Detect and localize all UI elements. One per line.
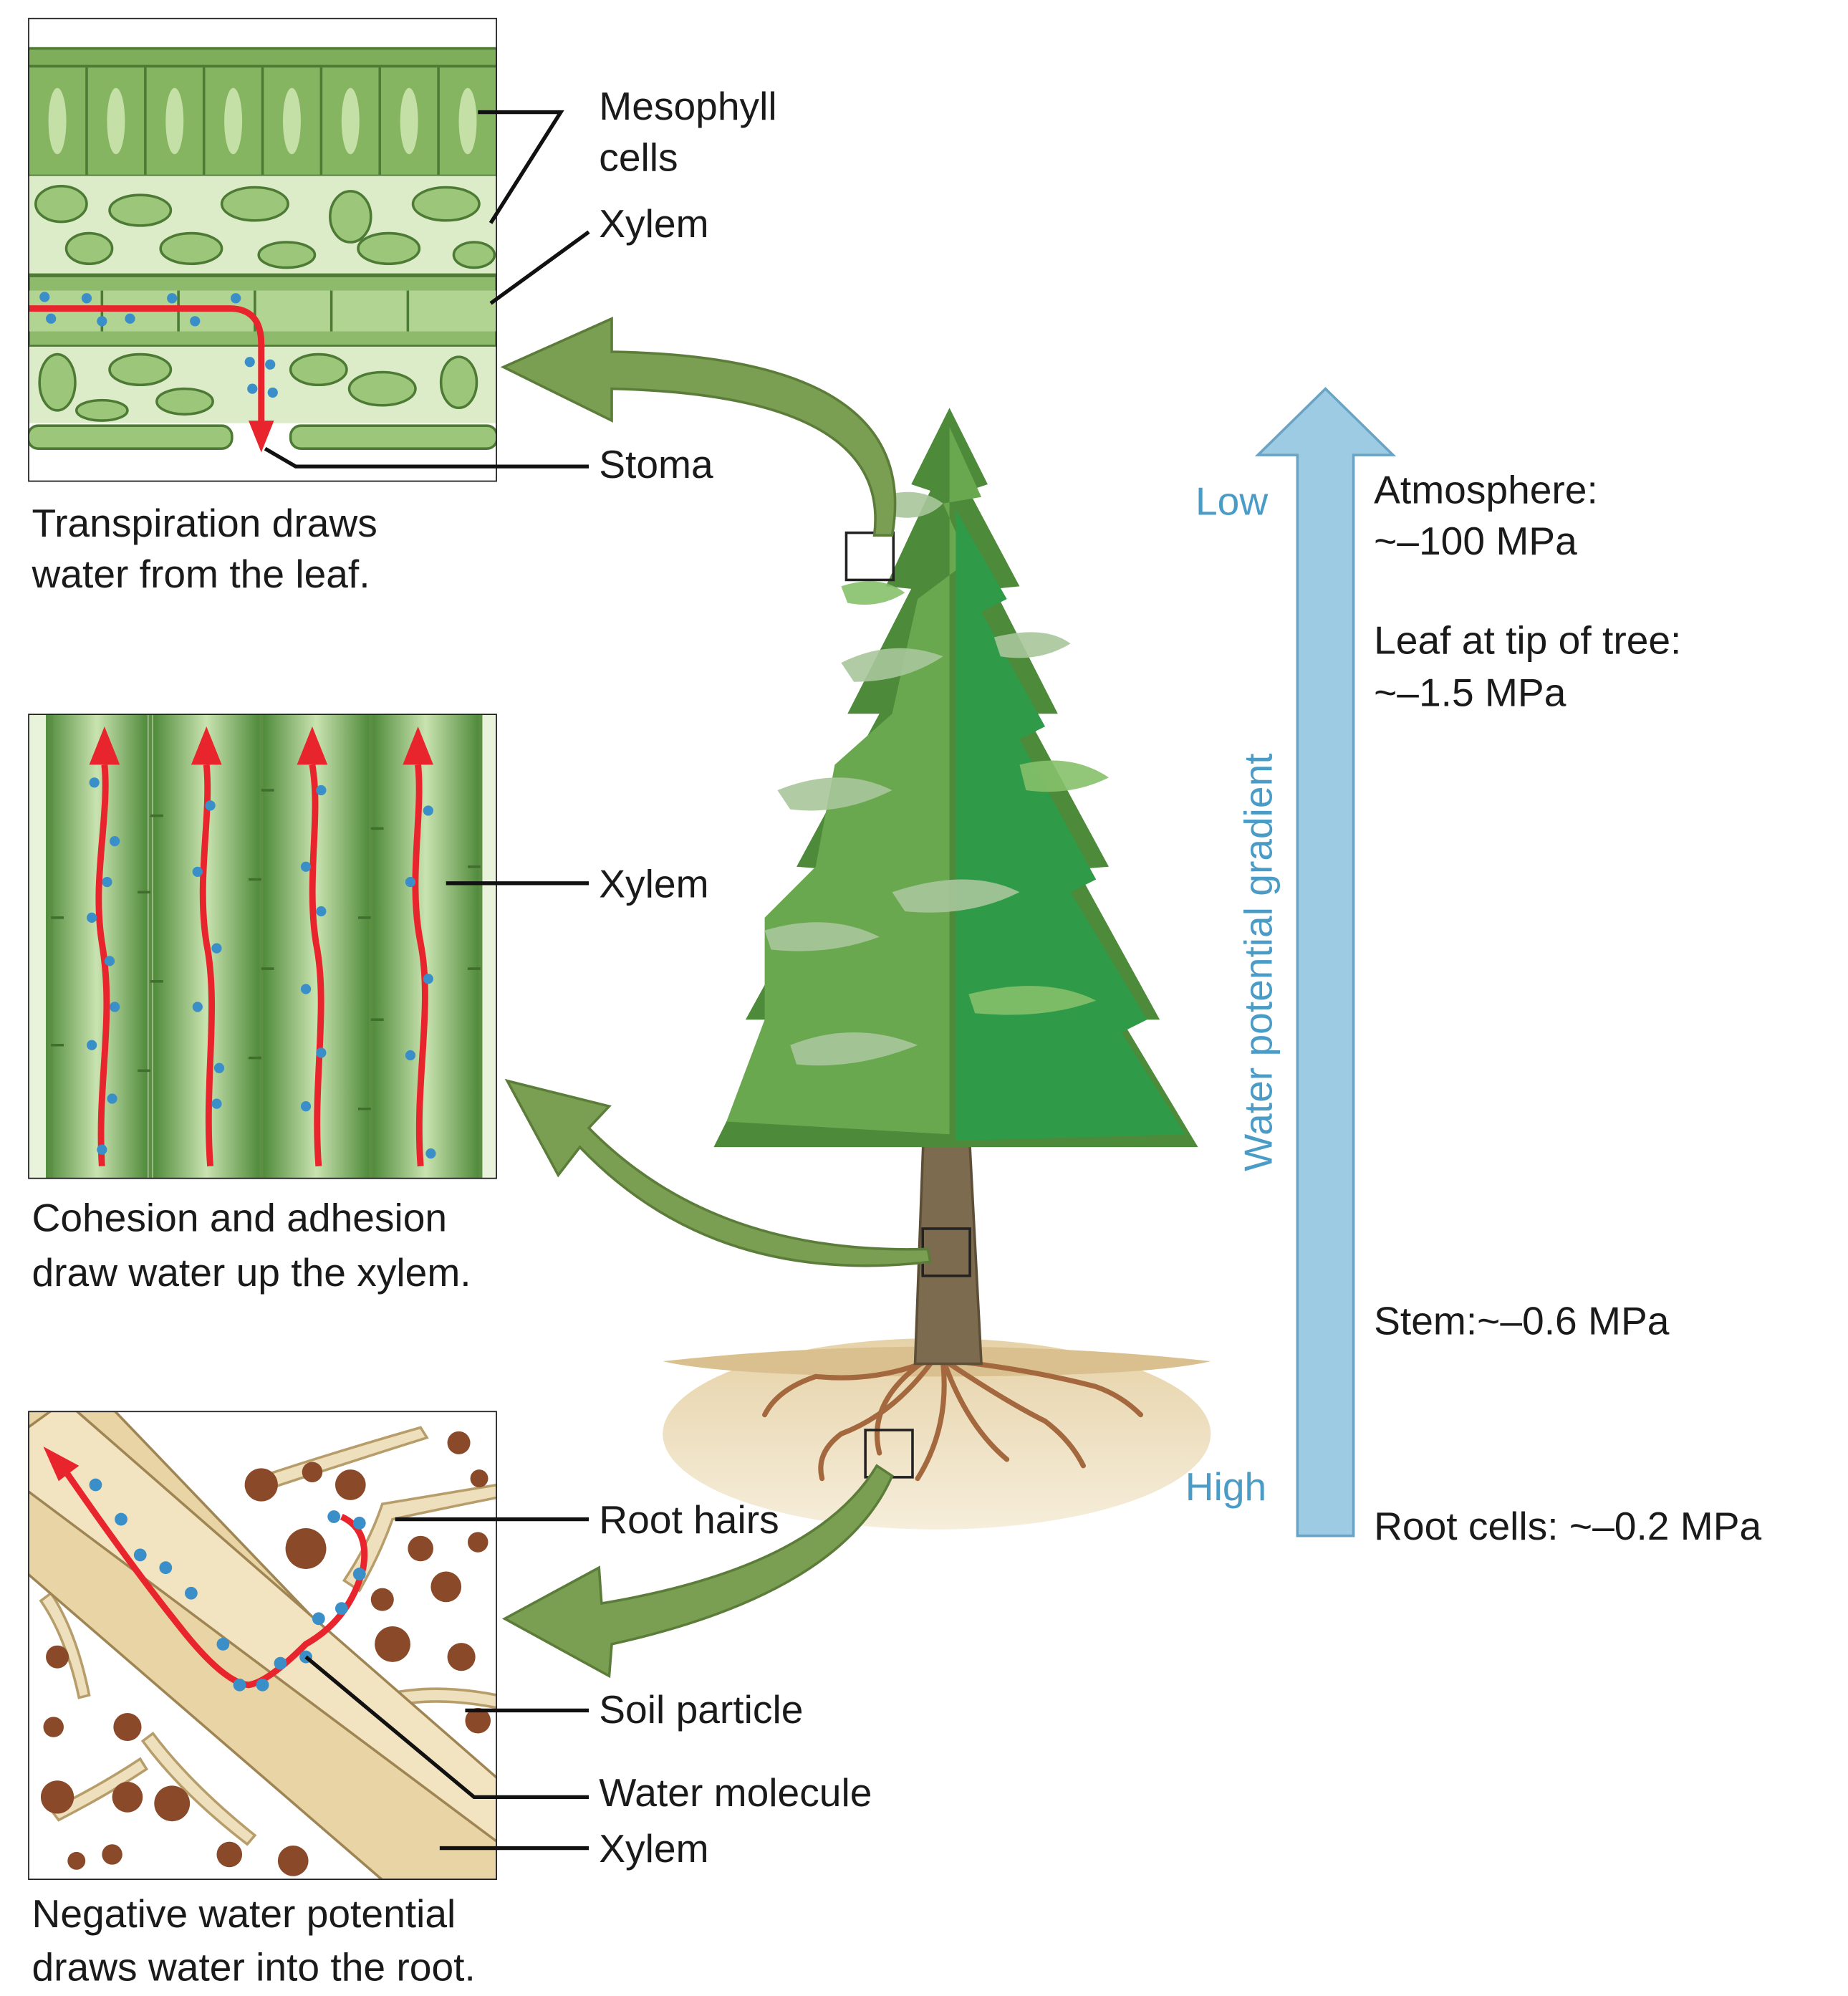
label-leaf-xylem: Xylem	[599, 201, 709, 246]
root-cells-potential: Root cells: ~–0.2 MPa	[1374, 1504, 1762, 1549]
main-root	[28, 1411, 497, 1881]
stem-water-molecules	[86, 777, 436, 1159]
leaf-callout-arrow	[500, 317, 897, 537]
spongy-mesophyll-cells	[28, 176, 497, 276]
label-soil-particle: Soil particle	[599, 1687, 804, 1732]
root-caption-line-2: draws water into the root.	[32, 1944, 476, 1990]
label-root-hairs: Root hairs	[599, 1497, 779, 1542]
root-leader-lines	[304, 1517, 589, 1851]
label-mesophyll: Mesophyll	[599, 84, 777, 129]
label-water-molecule: Water molecule	[599, 1770, 872, 1815]
tree-illustration	[663, 408, 1211, 1530]
stem-caption-line-1: Cohesion and adhesion	[32, 1195, 448, 1240]
root-callout-arrow	[501, 1464, 894, 1679]
leaf-water-molecules	[39, 292, 278, 398]
leaf-caption-line-1: Transpiration draws	[32, 501, 377, 546]
root-caption-line-1: Negative water potential	[32, 1891, 456, 1937]
soil-particles	[40, 1431, 491, 1876]
palisade-mesophyll-cells	[28, 64, 497, 178]
label-mesophyll-cells: cells	[599, 135, 678, 180]
xylem-flow-arrowheads	[89, 726, 433, 765]
label-stem-xylem: Xylem	[599, 861, 709, 906]
tree-trunk	[913, 1120, 983, 1366]
root-soil-panel	[28, 1411, 497, 1881]
stoma-exit-arrowhead	[248, 421, 274, 453]
root-water-arrowhead	[43, 1446, 80, 1482]
label-stoma: Stoma	[599, 442, 713, 487]
root-hairs	[39, 1426, 497, 1846]
leaf-zoom-marker	[844, 531, 895, 582]
gradient-axis-title: Water potential gradient	[1236, 753, 1281, 1171]
stem-callout-arrow	[504, 1078, 933, 1267]
leaf-cross-section-panel	[28, 17, 497, 482]
stem-caption-line-2: draw water up the xylem.	[32, 1250, 471, 1295]
stem-xylem-panel	[28, 714, 497, 1179]
stem-potential: Stem:~–0.6 MPa	[1374, 1298, 1670, 1344]
water-potential-gradient-arrow	[1254, 387, 1397, 1537]
label-root-xylem: Xylem	[599, 1826, 709, 1871]
xylem-pits	[51, 789, 481, 1110]
gradient-high-label: High	[1185, 1464, 1267, 1510]
upper-epidermis	[28, 47, 497, 68]
lower-epidermis	[28, 424, 497, 450]
gradient-low-label: Low	[1195, 479, 1269, 524]
atmosphere-value: ~–100 MPa	[1374, 519, 1577, 564]
leaf-tip-name: Leaf at tip of tree:	[1374, 618, 1682, 663]
tree-roots	[762, 1355, 1144, 1482]
cohesion-water-columns	[95, 764, 428, 1167]
atmosphere-name: Atmosphere:	[1374, 467, 1598, 513]
leaf-tip-value: ~–1.5 MPa	[1374, 670, 1567, 716]
leaf-water-path-arrow	[28, 305, 265, 433]
leaf-caption-line-2: water from the leaf.	[32, 552, 370, 597]
callout-arrows	[500, 317, 933, 1679]
root-water-path-arrow	[54, 1457, 368, 1689]
leaf-leader-lines	[264, 110, 590, 469]
tree-foliage	[713, 408, 1198, 1148]
